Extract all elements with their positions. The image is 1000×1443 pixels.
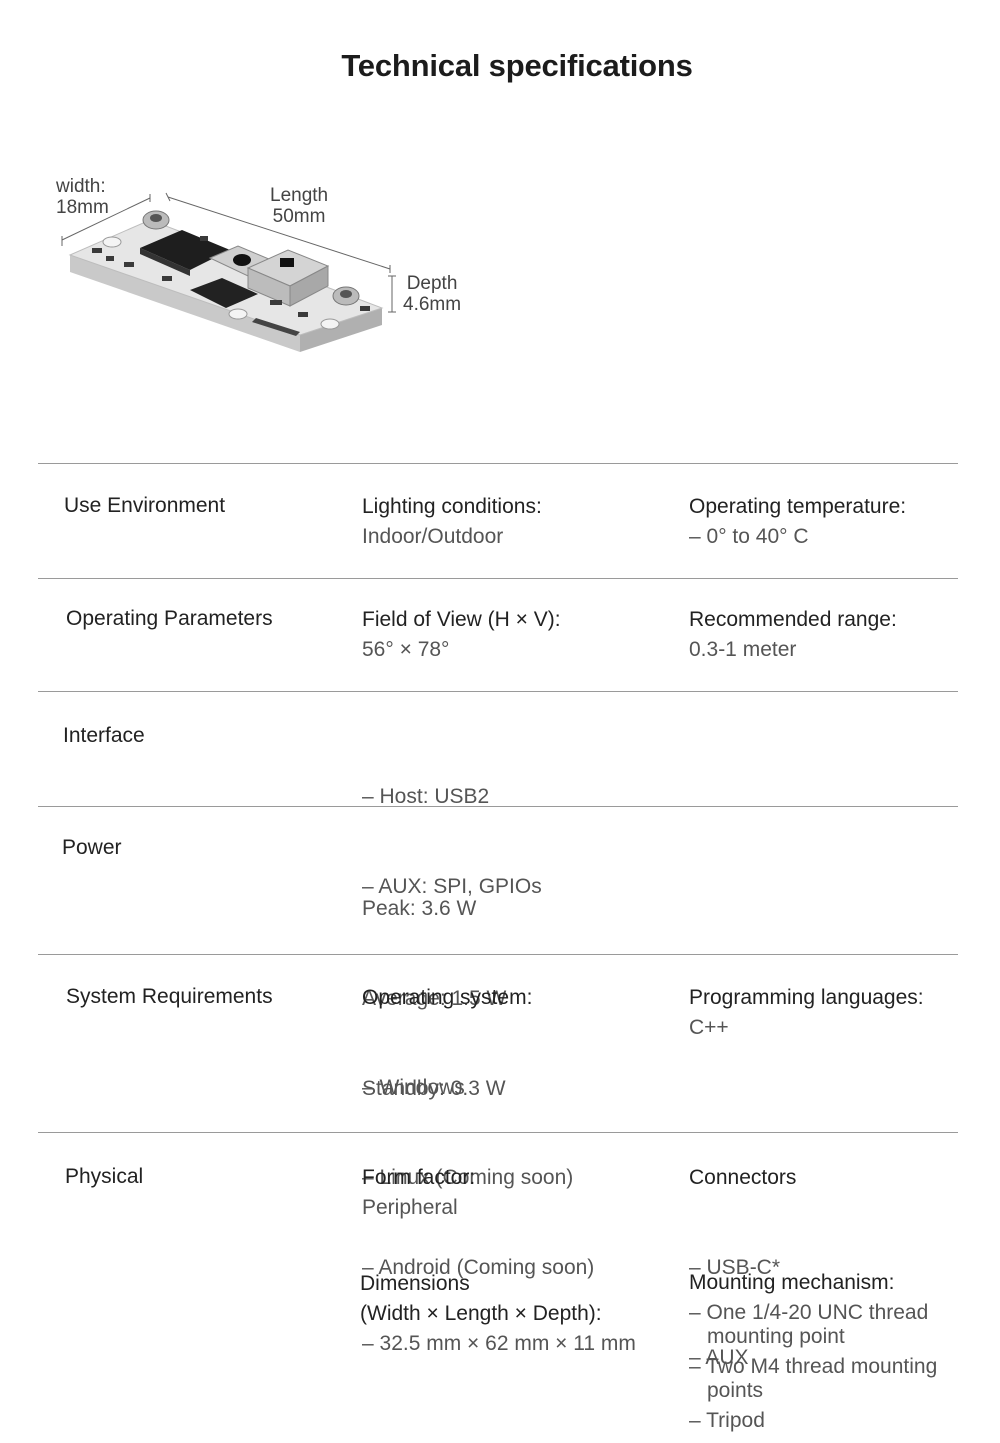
dimensions-heading-line2: (Width × Length × Depth): — [360, 1302, 602, 1325]
list-item: – USB-C* — [689, 1256, 781, 1279]
category-physical: Physical — [65, 1165, 144, 1188]
list-item: – AUX — [689, 1346, 749, 1369]
operating-system-list: – Windows – Linux (Coming soon) – Androi… — [362, 1013, 594, 1313]
category-system-requirements: System Requirements — [66, 985, 273, 1008]
list-item: – Android (Coming soon) — [362, 1256, 595, 1279]
length-label-text: Length — [270, 185, 329, 206]
divider — [38, 578, 958, 579]
list-item: – Host: USB2 — [362, 785, 490, 808]
list-item: – Tripod — [689, 1409, 765, 1432]
width-label-text: width: — [56, 176, 106, 197]
list-item: Peak: 3.6 W — [362, 897, 477, 920]
length-dimension-label: Length 50mm — [270, 185, 328, 227]
divider — [38, 1132, 958, 1133]
depth-dimension-label: Depth 4.6mm — [403, 273, 461, 315]
form-factor-value: Peripheral — [362, 1196, 458, 1219]
list-item: – AUX: SPI, GPIOs — [362, 875, 542, 898]
operating-temperature-value: – 0° to 40° C — [689, 525, 809, 548]
interface-list: – Host: USB2 – AUX: SPI, GPIOs — [362, 722, 542, 932]
list-item: – Two M4 thread mounting points — [689, 1355, 938, 1402]
power-list: Peak: 3.6 W Average: 1.5 W Standby: 0.3 … — [362, 834, 506, 1134]
mounting-mechanism-heading: Mounting mechanism: — [689, 1271, 895, 1294]
list-item: – One 1/4-20 UNC thread mounting point — [689, 1301, 929, 1348]
dimensions-heading-line1: Dimensions — [360, 1272, 470, 1295]
category-interface: Interface — [63, 724, 145, 747]
recommended-range-value: 0.3-1 meter — [689, 638, 797, 661]
depth-value-text: 4.6mm — [403, 294, 462, 315]
connectors-list: – USB-C* – AUX — [689, 1193, 780, 1403]
divider — [38, 691, 958, 692]
width-value-text: 18mm — [56, 197, 109, 218]
connectors-heading: Connectors — [689, 1166, 797, 1189]
field-of-view-value: 56° × 78° — [362, 638, 450, 661]
lighting-conditions-value: Indoor/Outdoor — [362, 525, 504, 548]
page-title: Technical specifications — [341, 48, 693, 83]
programming-languages-heading: Programming languages: — [689, 986, 924, 1009]
operating-system-heading: Operating system: — [362, 986, 533, 1009]
field-of-view-heading: Field of View (H × V): — [362, 608, 561, 631]
list-item: Standby: 0.3 W — [362, 1077, 506, 1100]
depth-label-text: Depth — [406, 273, 458, 294]
list-item: – Linux (Coming soon) — [362, 1166, 574, 1189]
programming-languages-value: C++ — [689, 1016, 729, 1039]
device-board-illustration — [61, 192, 396, 352]
mounting-mechanism-list: – One 1/4-20 UNC thread mounting point –… — [689, 1301, 959, 1439]
category-use-environment: Use Environment — [64, 494, 226, 517]
dimensions-value: – 32.5 mm × 62 mm × 11 mm — [362, 1332, 636, 1355]
recommended-range-heading: Recommended range: — [689, 608, 897, 631]
list-item: – Windows — [362, 1076, 465, 1099]
category-power: Power — [62, 836, 122, 859]
lighting-conditions-heading: Lighting conditions: — [362, 495, 542, 518]
divider — [38, 954, 958, 955]
length-value-text: 50mm — [272, 206, 326, 227]
divider — [38, 463, 958, 464]
operating-temperature-heading: Operating temperature: — [689, 495, 907, 518]
category-operating-parameters: Operating Parameters — [66, 607, 273, 630]
form-factor-heading: Form factor: — [362, 1166, 476, 1189]
dimensions-heading: Dimensions (Width × Length × Depth): — [360, 1269, 602, 1329]
width-dimension-label: width: 18mm — [56, 176, 109, 218]
divider — [38, 806, 958, 807]
list-item: Average: 1.5 W — [362, 987, 507, 1010]
